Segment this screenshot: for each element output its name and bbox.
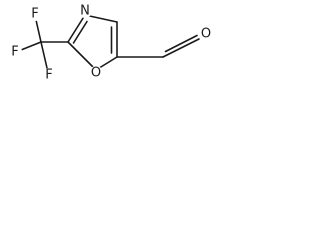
oxazole-structure-diagram: F F F N O O: [8, 4, 213, 83]
atom-f-left: F: [11, 45, 18, 60]
bond-c-f-bottom: [40, 41, 48, 69]
atom-bg-n-ring: [78, 4, 92, 18]
structure-canvas: F F F N O O: [0, 0, 226, 92]
atom-bg-f-bottom: [42, 68, 56, 82]
bond-o1-c2: [67, 41, 97, 71]
atom-bg-f-top: [28, 7, 42, 21]
atom-f-bottom: F: [45, 68, 52, 83]
atom-labels: F F F N O O: [8, 4, 213, 83]
atom-o-ring: O: [91, 66, 101, 81]
bond-cho-o-double: [164, 34, 198, 53]
atom-bg-o-ring: [89, 66, 103, 80]
bond-cho-o: [162, 38, 200, 58]
bond-c-f-left: [20, 41, 42, 51]
atom-o-aldehyde: O: [201, 27, 211, 42]
atom-bg-o-aldehyde: [199, 27, 213, 41]
atom-n-ring: N: [80, 4, 90, 19]
atom-f-top: F: [31, 7, 38, 22]
bond-n3-c4: [84, 14, 118, 23]
bond-c2-n3-double: [72, 20, 88, 44]
bond-c2-n3: [67, 14, 86, 43]
atom-bg-f-left: [8, 45, 22, 59]
bond-c-f-top: [35, 19, 42, 43]
bonds: [20, 14, 200, 71]
